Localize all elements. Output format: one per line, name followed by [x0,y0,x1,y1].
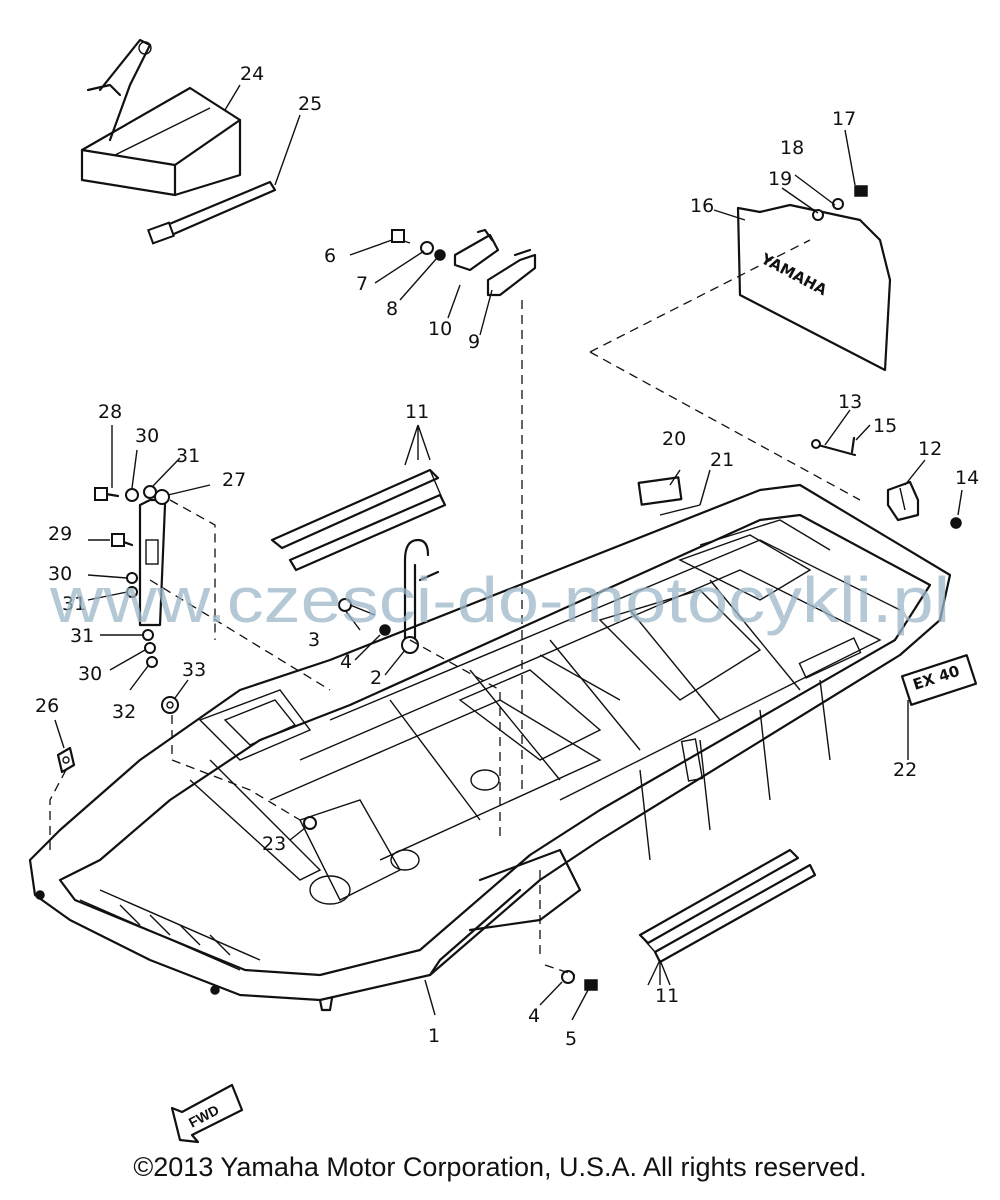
rub-rail-lower [638,848,817,964]
label-19: 19 [768,168,792,190]
label-30-low: 30 [78,663,102,685]
label-32: 32 [112,701,136,723]
plate-text: YAMAHA [757,249,830,299]
label-22: 22 [893,759,917,781]
label-31-top: 31 [176,445,200,467]
label-31-mid: 31 [62,593,86,615]
battery-strap [146,180,277,245]
forward-arrow-icon: FWD [170,1083,244,1144]
label-30-top: 30 [135,425,159,447]
label-18: 18 [780,137,804,159]
hull [28,483,952,1012]
label-10: 10 [428,318,452,340]
label-4: 4 [340,651,352,673]
label-2: 2 [370,667,382,689]
nut-14 [950,517,962,529]
label-7: 7 [356,273,368,295]
label-20: 20 [662,428,686,450]
copyright-text: ©2013 Yamaha Motor Corporation, U.S.A. A… [133,1152,867,1182]
label-26: 26 [35,695,59,717]
pin-13-15 [811,436,857,457]
leader-lines [54,84,963,1021]
label-12: 12 [918,438,942,460]
label-16: 16 [690,195,714,217]
plug-23 [303,816,317,830]
nut-4-5-lower [561,970,598,991]
emblem-22: EX 40 [900,654,978,706]
license-plate: YAMAHA [736,203,892,372]
label-8: 8 [386,298,398,320]
clip-26 [56,746,76,774]
label-31-low: 31 [70,625,94,647]
label-17: 17 [832,108,856,130]
rub-rail-upper [270,468,447,572]
label-3: 3 [308,629,320,651]
bracket-27 [94,485,170,668]
label-21: 21 [710,449,734,471]
label-33: 33 [182,659,206,681]
label-9: 9 [468,331,480,353]
decal-20-21 [637,476,701,516]
label-27: 27 [222,469,246,491]
label-6: 6 [324,245,336,267]
label-28: 28 [98,401,122,423]
part-labels: 1 2 3 4 4 5 6 7 8 9 10 11 11 12 13 14 15… [35,63,979,1050]
watermark: www.czesci-do-motocykli.pl [49,564,950,636]
assembly-lines [49,239,861,976]
label-11-upper: 11 [405,401,429,423]
label-25: 25 [298,93,322,115]
label-1: 1 [428,1025,440,1047]
plate-hardware [812,185,868,221]
label-5: 5 [565,1028,577,1050]
label-30-mid: 30 [48,563,72,585]
label-4-lower: 4 [528,1005,540,1027]
label-11-lower: 11 [655,985,679,1007]
label-15: 15 [873,415,897,437]
label-14: 14 [955,467,979,489]
label-24: 24 [240,63,264,85]
battery-box [80,38,242,197]
hinge-12 [886,480,920,522]
label-13: 13 [838,391,862,413]
badge-text: EX 40 [911,662,962,694]
label-29: 29 [48,523,72,545]
label-23: 23 [262,833,286,855]
grommet-33 [161,696,179,714]
